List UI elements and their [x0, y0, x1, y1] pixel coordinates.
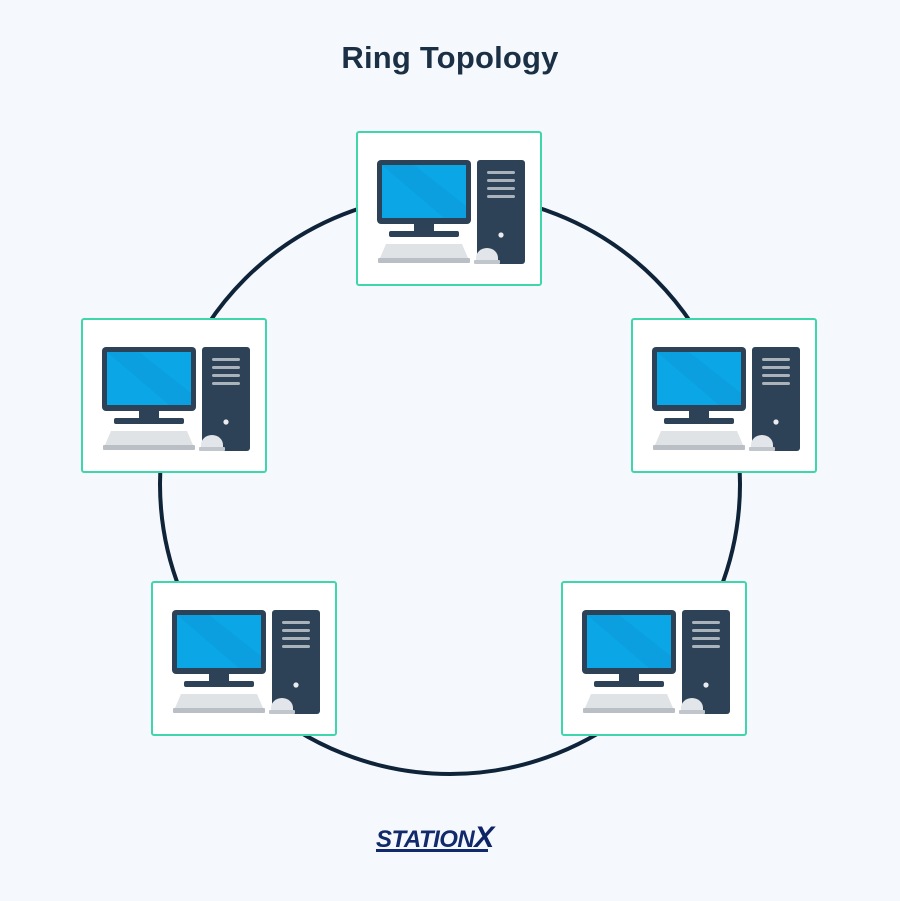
desktop-computer-icon	[172, 610, 320, 714]
desktop-computer-icon	[377, 160, 525, 264]
desktop-computer-icon	[582, 610, 730, 714]
logo-wordmark: STATIONX	[376, 821, 494, 855]
network-node-2	[631, 318, 817, 473]
network-node-4	[151, 581, 337, 736]
network-node-3	[561, 581, 747, 736]
logo-underline	[376, 849, 488, 852]
logo-text-x: X	[474, 821, 494, 854]
stationx-logo: STATIONX	[376, 821, 526, 855]
network-node-1	[356, 131, 542, 286]
desktop-computer-icon	[102, 347, 250, 451]
desktop-computer-icon	[652, 347, 800, 451]
network-node-5	[81, 318, 267, 473]
logo-text-main: STATION	[376, 826, 475, 853]
diagram-title: Ring Topology	[341, 40, 559, 75]
